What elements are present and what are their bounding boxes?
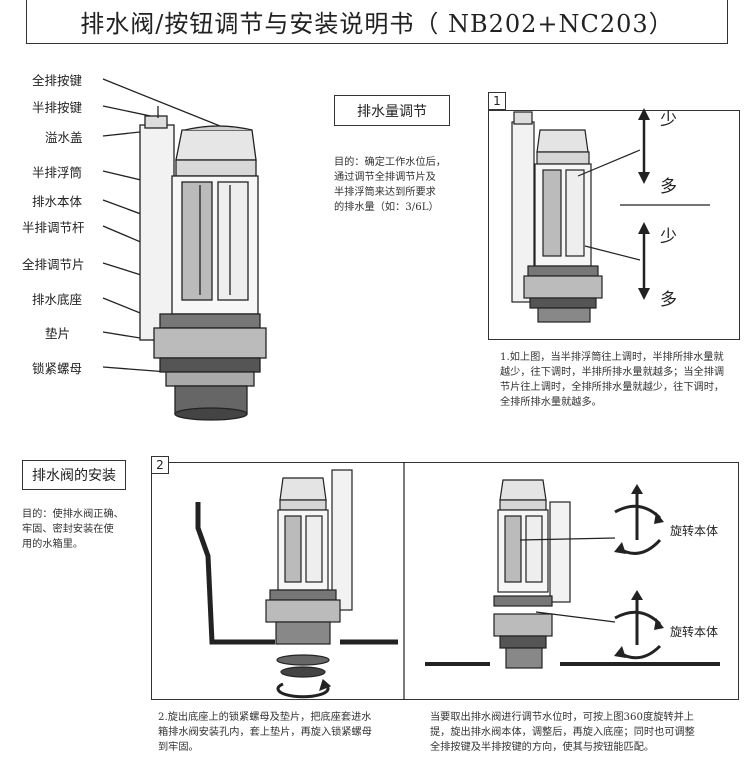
drain-adjust-note: 1.如上图，当半排浮筒往上调时，半排所排水量就 越少，往下调时，半排所排水量就越… [500,350,724,410]
purpose-line: 用的水箱里。 [22,539,84,550]
note-line: 2.旋出底座上的锁紧螺母及垫片，把底座套进水 [158,712,372,723]
figure-1-number: 1 [488,92,506,110]
label-half-flush-rod: 半排调节杆 [22,220,85,235]
purpose-line: 通过调节全排调节片及 [334,172,436,183]
label-full-flush-button: 全排按键 [32,73,83,88]
install-note-right: 当要取出排水阀进行调节水位时，可按上图360度旋转并上 提，旋出排水阀本体，调整… [430,710,695,755]
label-valve-base: 排水底座 [32,292,83,307]
figure-1-frame [488,110,740,340]
drain-adjust-heading: 排水量调节 [334,95,450,126]
label-gasket: 垫片 [45,326,71,341]
install-purpose: 目的：使排水阀正确、 牢固、密封安装在使 用的水箱里。 [22,507,124,552]
purpose-line: 的排水量（如：3/6L） [334,202,439,213]
less-label-upper: 少 [660,110,677,130]
drain-adjust-heading-text: 排水量调节 [357,103,427,120]
more-label-upper: 多 [660,177,677,197]
install-note-left: 2.旋出底座上的锁紧螺母及垫片，把底座套进水 箱排水阀安装孔内，套上垫片，再旋入… [158,710,372,755]
figure-2-frame [151,462,739,700]
note-line: 越少，往下调时，半排所排水量就越多；当全排调 [500,367,725,378]
note-line: 全排按键及半排按键的方向，使其与按钮能匹配。 [430,742,655,753]
note-line: 当要取出排水阀进行调节水位时，可按上图360度旋转并上 [430,712,694,723]
rotate-body-label-lower: 旋转本体 [670,625,719,639]
label-half-flush-button: 半排按键 [32,100,83,115]
rotate-body-label-upper: 旋转本体 [670,524,719,538]
page-title-text: 排水阀/按钮调节与安装说明书（ NB202+NC203） [80,10,674,38]
label-overflow-cap: 溢水盖 [45,130,83,145]
note-line: 节片往上调时，全排所排水量就越少，往下调时， [500,382,725,393]
drain-adjust-purpose: 目的：确定工作水位后， 通过调节全排调节片及 半排浮筒来达到所要求 的排水量（如… [334,155,446,215]
page-title: 排水阀/按钮调节与安装说明书（ NB202+NC203） [26,0,728,44]
note-line: 全排所排水量就越多。 [500,397,602,408]
note-line: 提，旋出排水阀本体，调整后，再旋入底座；同时也可调整 [430,727,695,738]
purpose-line: 目的：使排水阀正确、 [22,509,124,520]
label-half-flush-float: 半排浮筒 [32,165,83,180]
label-full-flush-plate: 全排调节片 [22,257,85,272]
note-line: 1.如上图，当半排浮筒往上调时，半排所排水量就 [500,352,724,363]
note-line: 到牢固。 [158,742,199,753]
purpose-line: 半排浮筒来达到所要求 [334,187,436,198]
install-heading-text: 排水阀的安装 [32,468,116,484]
purpose-line: 目的：确定工作水位后， [334,157,447,168]
purpose-line: 牢固、密封安装在使 [22,524,114,535]
label-lock-nut: 锁紧螺母 [32,361,83,376]
note-line: 箱排水阀安装孔内，套上垫片，再旋入锁紧螺母 [158,727,372,738]
figure-2-number: 2 [151,456,169,474]
label-valve-body: 排水本体 [32,194,83,209]
install-heading: 排水阀的安装 [22,460,126,490]
less-label-lower: 少 [660,227,677,247]
more-label-lower: 多 [660,290,677,310]
